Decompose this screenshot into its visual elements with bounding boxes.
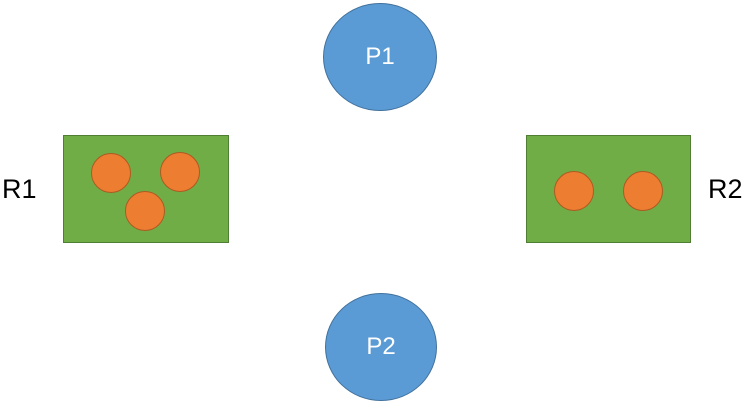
- process-label-p1: P1: [365, 43, 395, 70]
- process-label-p2: P2: [366, 333, 396, 360]
- resource-instance-r1-2: [160, 152, 200, 192]
- resource-instance-r2-2: [623, 171, 663, 211]
- resource-label-r2: R2: [708, 174, 743, 204]
- resource-instance-r2-1: [554, 171, 594, 211]
- process-node-p1: P1: [323, 3, 437, 111]
- resource-label-r1: R1: [2, 174, 37, 204]
- resource-node-r2: [526, 135, 691, 243]
- resource-instance-r1-1: [91, 153, 131, 193]
- resource-node-r1: [63, 135, 229, 243]
- process-node-p2: P2: [325, 293, 437, 401]
- resource-instance-r1-3: [125, 191, 165, 231]
